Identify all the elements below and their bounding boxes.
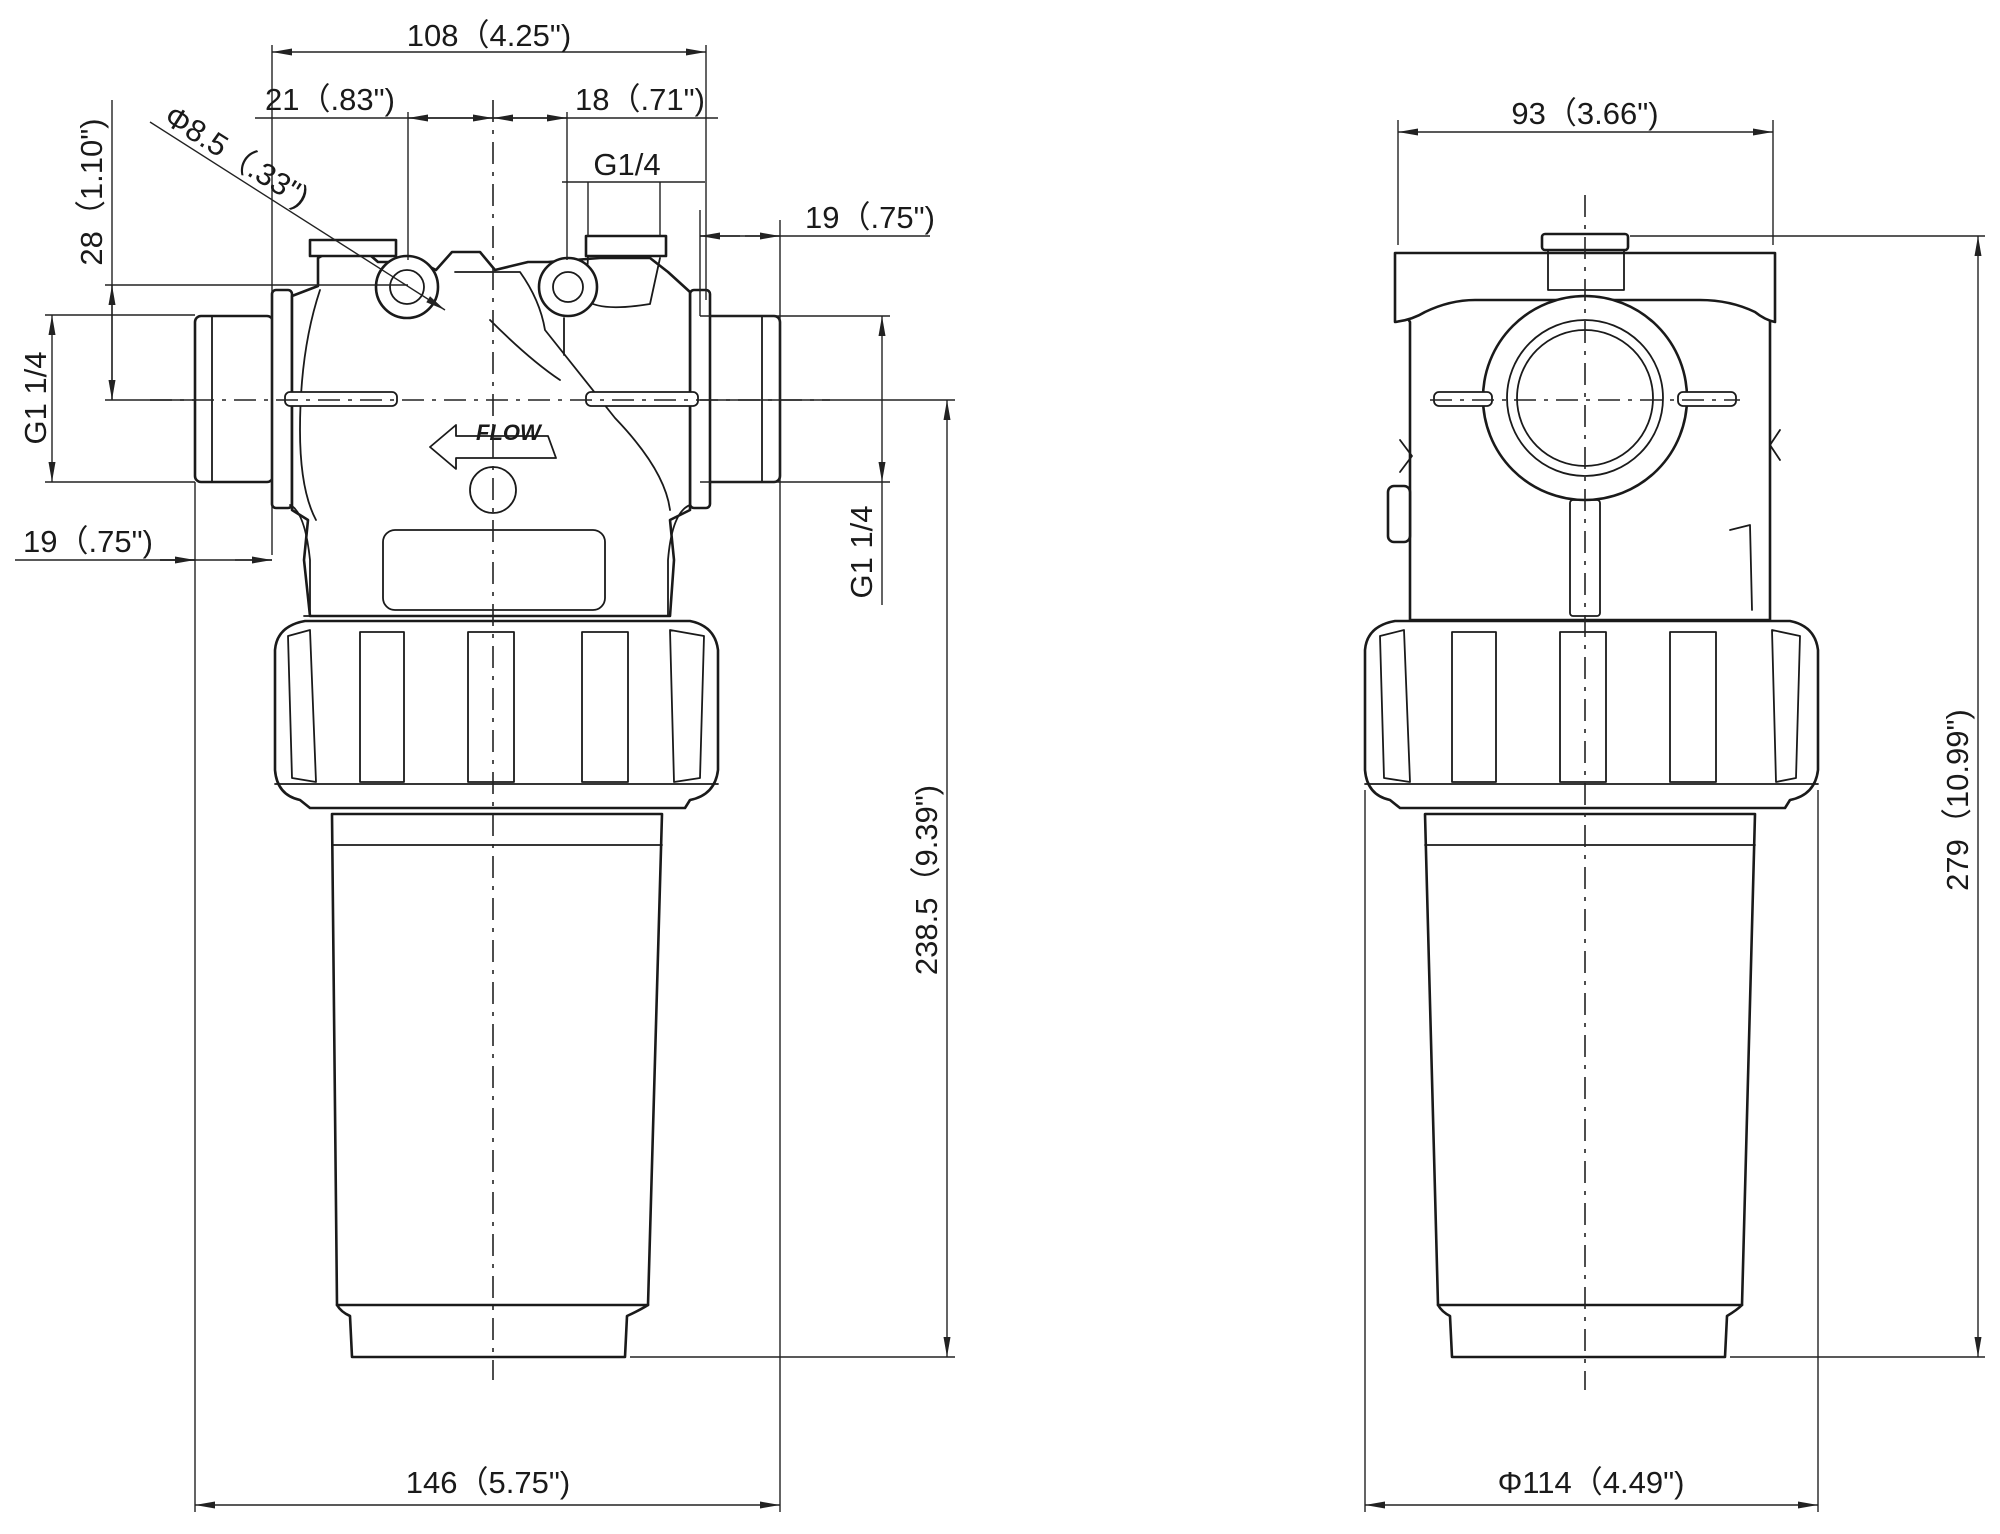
label-right-port-offset: 18（.71") xyxy=(575,82,705,117)
dim-108: 108（4.25") xyxy=(272,18,706,56)
dim-phi-114: Φ114（4.49") xyxy=(1365,1465,1818,1509)
label-head-width: 93（3.66") xyxy=(1511,96,1658,131)
label-top-port-thread: G1/4 xyxy=(593,147,660,182)
side-head xyxy=(1386,232,1781,622)
dim-19-right: 19（.75") xyxy=(700,200,935,240)
dim-19-left: 19（.75") xyxy=(15,524,272,564)
dimensions: 108（4.25") 21（.83") 18（.71") Φ8.5（.33") … xyxy=(15,18,1985,1512)
dim-g1-4: G1/4 xyxy=(562,147,705,236)
dim-238-5: 238.5（9.39") xyxy=(909,400,951,1357)
dim-146: 146（5.75") xyxy=(195,1465,780,1509)
dim-g1-1-4-right: G1 1/4 xyxy=(844,316,886,605)
dim-g1-1-4-left: G1 1/4 xyxy=(18,315,56,482)
front-head xyxy=(193,234,782,618)
dim-18: 18（.71") xyxy=(493,82,718,122)
label-overall-width: 108（4.25") xyxy=(407,18,571,53)
side-clamp-nut xyxy=(1363,619,1820,810)
label-left-port-offset: 21（.83") xyxy=(265,82,395,117)
front-bowl xyxy=(330,812,664,1359)
label-outlet-thread: G1 1/4 xyxy=(844,505,879,598)
dim-28: 28（1.10") xyxy=(74,100,195,401)
label-top-height: 28（1.10") xyxy=(74,118,109,265)
front-view: FLOW xyxy=(150,100,830,1380)
front-clamp-nut xyxy=(273,619,720,810)
label-inlet-thread: G1 1/4 xyxy=(18,351,53,444)
side-view xyxy=(1363,195,1820,1390)
label-left-thread-length: 19（.75") xyxy=(23,524,153,559)
side-bowl xyxy=(1423,812,1757,1359)
dim-93: 93（3.66") xyxy=(1398,96,1773,136)
label-body-width: 146（5.75") xyxy=(406,1465,570,1500)
label-right-thread-length: 19（.75") xyxy=(805,200,935,235)
label-bowl-height: 238.5（9.39") xyxy=(909,785,944,975)
flow-label: FLOW xyxy=(476,420,543,445)
dim-21: 21（.83") xyxy=(255,82,493,122)
label-nut-diameter: Φ114（4.49") xyxy=(1498,1465,1685,1500)
label-overall-height: 279（10.99") xyxy=(1940,709,1975,891)
dim-279: 279（10.99") xyxy=(1940,236,1982,1357)
